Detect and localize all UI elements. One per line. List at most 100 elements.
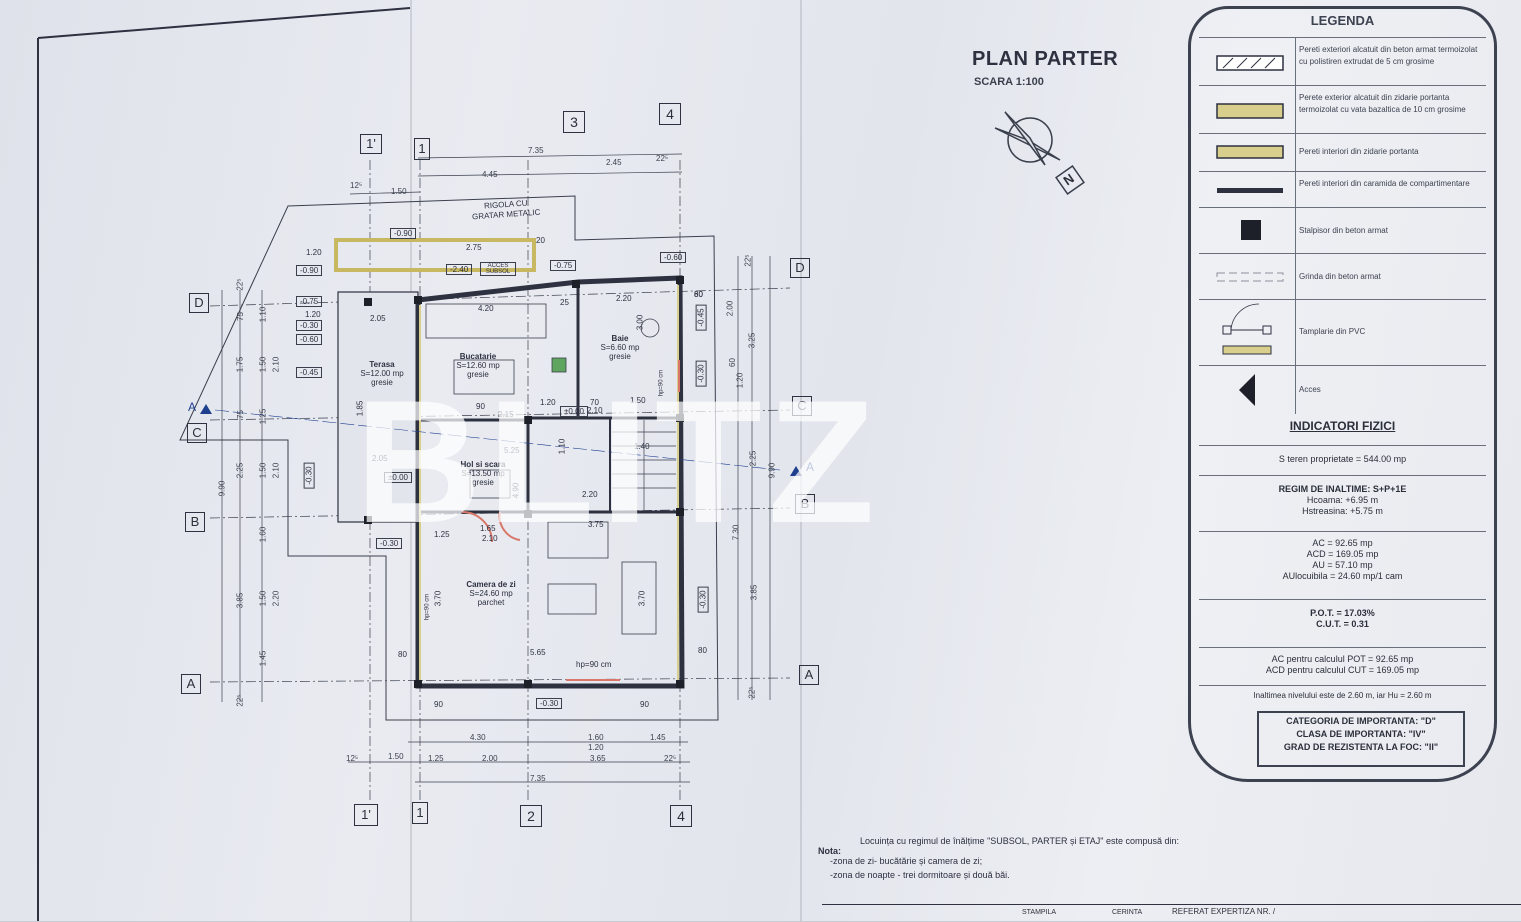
indicator-value: P.O.T. = 17.03% [1310,608,1375,618]
indicator-row: REGIM DE INALTIME: S+P+1E Hcoama: +6.95 … [1199,475,1486,527]
indicator-row: AC = 92.65 mp ACD = 169.05 mp AU = 57.10… [1199,531,1486,593]
legend-item: Pereti exteriori alcatuit din beton arma… [1199,37,1486,86]
axis-bubble-left-A: A [181,674,201,694]
importance-category-box: CATEGORIA DE IMPORTANTA: "D" CLASA DE IM… [1257,711,1465,767]
room-name: Hol si scara [460,460,506,469]
legend-item: Stalpisor din beton armat [1199,207,1486,254]
drawing-note: 80 [698,646,707,655]
dim-label: 2.00 [725,300,735,317]
legend-item: Perete exterior alcatuit din zidarie por… [1199,85,1486,134]
indicator-value: AC = 92.65 mp [1312,538,1373,548]
indicator-value: AU = 57.10 mp [1312,560,1373,570]
legend-symbol [1203,86,1296,134]
legend-text: Grinda din beton armat [1299,272,1381,281]
indicator-row: AC pentru calculul POT = 92.65 mp ACD pe… [1199,647,1486,683]
title-block-cell: REFERAT EXPERTIZA NR. / [1172,907,1276,916]
title-block-cell: STAMPILA [1022,909,1057,916]
drawing-note: 2.15 [498,410,514,419]
level-label: -0.90 [390,228,417,239]
room-name: Baie [611,334,629,343]
dim-label: 22⁵ [664,754,677,763]
legend-text: Acces [1299,385,1321,394]
legend-symbol [1203,300,1296,366]
drawing-note: 80 [694,290,703,299]
dim-label: 22⁵ [235,278,245,291]
title-block-cell: CERINTA [1112,909,1143,916]
drawing-note: 90 [434,700,443,709]
legend-text: Pereti interiori din zidarie portanta [1299,147,1419,156]
indicator-value: ACD = 169.05 mp [1306,549,1379,559]
axis-bubble-left-B: B [185,512,205,532]
legend-text: Tamplarie din PVC [1299,327,1366,336]
indicator-value: Hstreasina: +5.75 m [1302,506,1383,516]
legend-title: LEGENDA [1310,13,1375,28]
drawing-note: 25 [560,298,569,307]
drawing-note: 1.50 [630,396,646,405]
note-line: -zona de zi- bucătărie și camera de zi; [830,856,983,866]
dim-label: 12⁵ [346,754,359,763]
room-finish: parchet [477,598,505,607]
drawing-note: 2.05 [372,454,388,463]
indicators-title: INDICATORI FIZICI [1289,419,1396,433]
drawing-note: 2.10 [482,534,498,543]
legend-symbol [1203,208,1296,254]
drawing-note: 90 [640,700,649,709]
dim-label: 1.50 [258,462,268,479]
drawing-note: 2.75 [466,243,482,252]
dim-label: 3.85 [235,592,245,609]
room-baie: Baie S=6.60 mp gresie [588,334,652,361]
drawing-note: 3.70 [433,590,443,607]
drawing-note: 1.40 [634,442,650,451]
drawing-note: 20 [536,236,545,245]
indicator-row: Inaltimea nivelului este de 2.60 m, iar … [1199,685,1486,707]
level-label: -0.45 [296,367,323,378]
indicator-value: ACD pentru calculul CUT = 169.05 mp [1265,665,1420,675]
room-name: Bucatarie [459,352,497,361]
dim-label: 1.60 [588,733,604,742]
indicator-value: C.U.T. = 0.31 [1316,619,1369,629]
drawing-note: 1.20 [540,398,556,407]
drawing-note: 1.20 [306,248,322,257]
level-label: -0.30 [296,320,323,331]
drawing-note: 5.25 [504,446,520,455]
dim-label: 1.45 [258,650,268,667]
drawing-note: 2.05 [370,314,386,323]
axis-bubble-right-B: B [795,494,815,514]
dim-label: 4.45 [482,170,498,179]
dim-label: 1.50 [388,752,404,761]
drawing-note: 3.70 [637,590,647,607]
dim-label: 9.90 [217,480,227,497]
drawing-note: 70 [590,398,599,407]
dim-label: 2.10 [271,462,281,479]
dim-label: 22⁵ [743,254,753,267]
drawing-note: hp=90 cm [424,593,431,621]
drawing-note: 1.25 [434,530,450,539]
axis-bubble-left-D: D [189,293,209,313]
level-label: -2.40 [446,264,473,275]
level-label: ±0.00 [384,472,412,483]
room-hol: Hol si scara S=13.50 mp gresie [448,460,518,487]
plan-scale: SCARA 1:100 [974,76,1044,88]
category-line: CATEGORIA DE IMPORTANTA: "D" [1286,716,1436,726]
note-label: Nota: [818,846,841,856]
dim-label: 2.45 [606,158,622,167]
dim-label: 2.25 [235,462,245,479]
room-terasa: Terasa S=12.00 mp gresie [352,360,412,387]
legend-symbol [1203,366,1296,414]
dim-label: 22⁵ [656,154,669,163]
legend-symbol [1203,38,1296,86]
indicator-value: AC pentru calculul POT = 92.65 mp [1271,654,1414,664]
room-area: S=13.50 mp [461,469,505,478]
axis-bubble-right-A: A [799,665,819,685]
legend-item: Tamplarie din PVC [1199,299,1486,366]
note-line: -zona de noapte - trei dormitoare și dou… [830,870,1010,880]
level-label: ±0.00 [560,406,588,417]
room-area: S=12.60 mp [456,361,500,370]
dim-label: 2.20 [271,590,281,607]
dim-label: 7.35 [528,146,544,155]
legend-item: Pereti interiori din caramida de compart… [1199,171,1486,208]
section-mark-right: A [806,460,815,474]
legend-item: Grinda din beton armat [1199,253,1486,300]
drawing-note: 4.20 [478,304,494,313]
